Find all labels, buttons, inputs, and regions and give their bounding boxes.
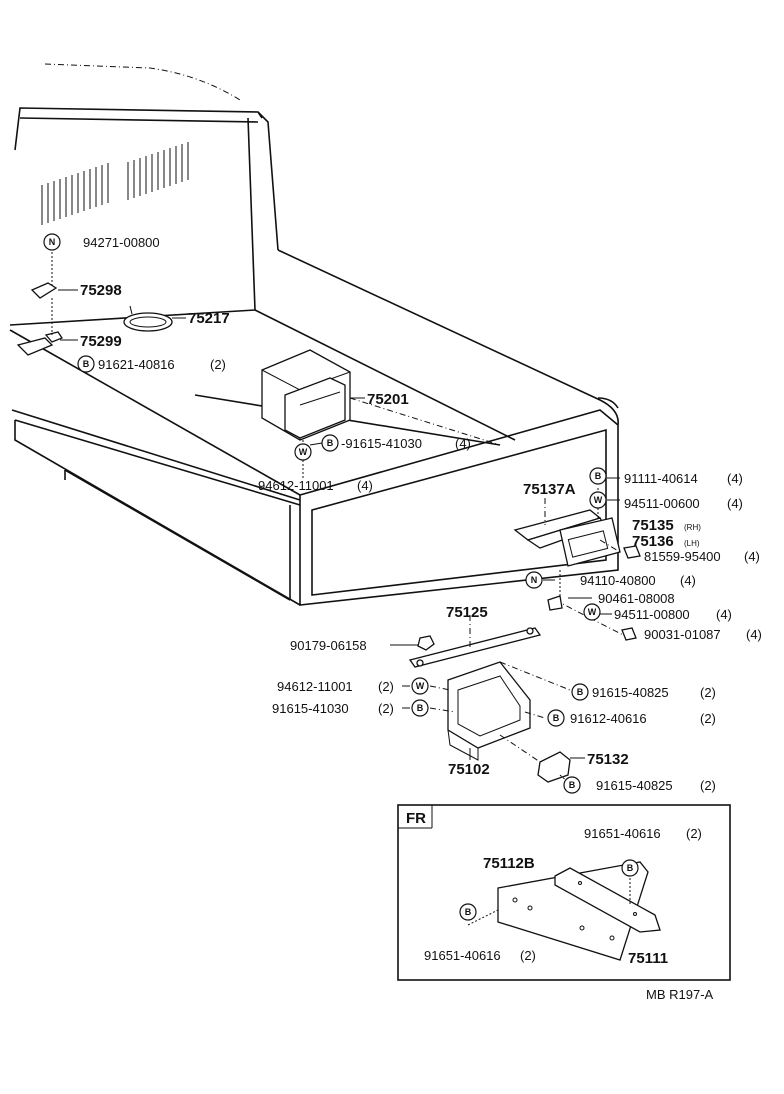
label-fr: FR <box>406 810 426 827</box>
label-75102: 75102 <box>448 761 490 778</box>
svg-text:W: W <box>416 681 425 691</box>
label-75201: 75201 <box>367 391 409 408</box>
part-labels: 94271-00800 75298 75217 75299 91621-4081… <box>80 235 762 1002</box>
label-75136: 75136 <box>632 533 674 550</box>
svg-text:B: B <box>83 359 90 369</box>
svg-text:B: B <box>627 863 634 873</box>
part-75135-plate <box>559 517 621 567</box>
symbol-b-6: B <box>547 709 565 727</box>
label-94612-a: 94612-11001 <box>258 478 334 493</box>
label-94612-b: 94612-11001 <box>277 679 353 694</box>
symbol-w-2: W <box>589 491 607 509</box>
label-75135-side: (RH) <box>684 523 701 532</box>
symbol-n-2: N <box>525 571 543 589</box>
label-90031-qty: (4) <box>746 627 762 642</box>
label-91612-qty: (2) <box>700 711 716 726</box>
label-90461: 90461-08008 <box>598 591 675 606</box>
svg-text:W: W <box>594 495 603 505</box>
label-drawing-code: MB R197-A <box>646 987 714 1002</box>
label-91621-qty: (2) <box>210 357 226 372</box>
symbol-b-2: B <box>321 434 339 452</box>
label-94511-a: 94511-00600 <box>624 496 700 511</box>
label-90179: 90179-06158 <box>290 638 367 653</box>
label-91615-c: 91615-41030 <box>272 701 349 716</box>
svg-text:N: N <box>531 575 538 585</box>
label-94110-qty: (4) <box>680 573 696 588</box>
part-75125-bar <box>408 627 542 668</box>
part-75298-clip <box>30 282 58 299</box>
label-75217: 75217 <box>188 310 230 327</box>
symbol-b-3: B <box>589 467 607 485</box>
svg-text:W: W <box>588 607 597 617</box>
truck-bed-outline <box>9 63 619 606</box>
svg-text:B: B <box>569 780 576 790</box>
label-75136-side: (LH) <box>684 539 700 548</box>
svg-text:N: N <box>49 237 56 247</box>
label-94511-a-qty: (4) <box>727 496 743 511</box>
hardware <box>417 545 641 651</box>
label-75137a: 75137A <box>523 481 576 498</box>
label-91111-qty: (4) <box>727 471 743 486</box>
cab-vents <box>41 142 189 225</box>
part-75201-box <box>261 349 351 441</box>
part-75217-ring <box>123 305 173 332</box>
label-91651-a: 91651-40616 <box>584 826 661 841</box>
svg-text:B: B <box>417 703 424 713</box>
fr-inset <box>397 804 731 981</box>
part-75102-bracket <box>447 661 531 761</box>
label-94612-a-qty: (4) <box>357 478 373 493</box>
label-91615-b-qty: (2) <box>700 685 716 700</box>
label-75111: 75111 <box>628 950 668 967</box>
label-75132: 75132 <box>587 751 629 768</box>
part-75132 <box>537 751 571 783</box>
label-91651-b: 91651-40616 <box>424 948 501 963</box>
label-91615-b: 91615-40825 <box>592 685 669 700</box>
symbol-w-1: W <box>294 443 312 461</box>
label-94612-b-qty: (2) <box>378 679 394 694</box>
label-75125: 75125 <box>446 604 488 621</box>
label-91615-c-qty: (2) <box>378 701 394 716</box>
label-91621: 91621-40816 <box>98 357 175 372</box>
svg-text:B: B <box>553 713 560 723</box>
label-91615-a: -91615-41030 <box>341 436 422 451</box>
label-75298: 75298 <box>80 282 122 299</box>
label-94271: 94271-00800 <box>83 235 160 250</box>
symbol-w-3: W <box>583 603 601 621</box>
label-91111: 91111-40614 <box>624 471 698 486</box>
label-91651-b-qty: (2) <box>520 948 536 963</box>
label-91612: 91612-40616 <box>570 711 647 726</box>
svg-text:W: W <box>299 447 308 457</box>
symbol-b-8: B <box>621 859 639 877</box>
label-75299: 75299 <box>80 333 122 350</box>
label-94511-b-qty: (4) <box>716 607 732 622</box>
label-75135: 75135 <box>632 517 674 534</box>
label-91651-a-qty: (2) <box>686 826 702 841</box>
label-90031: 90031-01087 <box>644 627 721 642</box>
symbol-markers: N B W B B W N W W B B B B B B <box>43 233 639 921</box>
label-94110: 94110-40800 <box>580 573 656 588</box>
symbol-b-5: B <box>571 683 589 701</box>
svg-text:B: B <box>577 687 584 697</box>
leader-lines <box>51 252 626 783</box>
label-91615-a-qty: (4) <box>455 436 471 451</box>
svg-text:B: B <box>465 907 472 917</box>
symbol-b-4: B <box>411 699 429 717</box>
label-91615-d: 91615-40825 <box>596 778 673 793</box>
svg-text:B: B <box>327 438 334 448</box>
symbol-n-1: N <box>43 233 61 251</box>
symbol-w-4: W <box>411 677 429 695</box>
part-75299-bracket <box>16 331 63 356</box>
symbol-b-1: B <box>77 355 95 373</box>
symbol-b-9: B <box>459 903 477 921</box>
svg-text:B: B <box>595 471 602 481</box>
label-81559-qty: (4) <box>744 549 760 564</box>
label-81559: 81559-95400 <box>644 549 721 564</box>
label-91615-d-qty: (2) <box>700 778 716 793</box>
symbol-b-7: B <box>563 776 581 794</box>
label-94511-b: 94511-00800 <box>614 607 690 622</box>
label-75112b: 75112B <box>483 855 535 872</box>
